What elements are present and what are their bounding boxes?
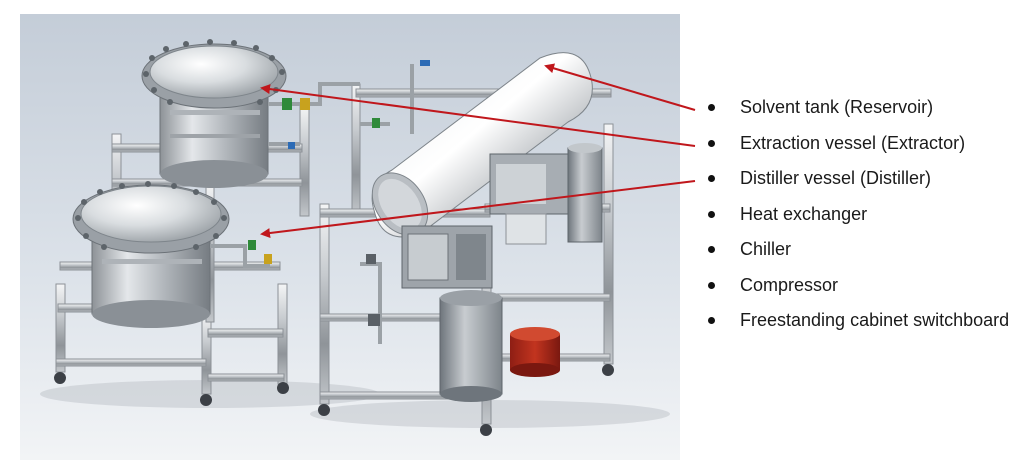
legend-item: Heat exchanger [706,203,1016,225]
legend-item-label: Solvent tank (Reservoir) [740,97,934,117]
legend-item: Compressor [706,274,1016,296]
legend-item-label: Compressor [740,274,839,295]
bullet-icon [708,281,715,289]
legend-item-label: Freestanding cabinet switchboard [740,310,1010,330]
legend-item-label: Heat exchanger [740,203,868,224]
equipment-render [20,14,680,460]
legend-item-label: Distiller vessel (Distiller) [740,168,932,188]
bullet-icon [708,104,715,111]
bullet-icon [708,246,715,253]
bullet-icon [708,175,715,182]
legend-item: Freestanding cabinet switchboard [706,309,1016,331]
legend-item-label: Chiller [740,239,792,259]
bullet-icon [708,317,715,324]
component-legend: Solvent tank (Reservoir) Extraction vess… [706,96,1016,345]
legend-item: Distiller vessel (Distiller) [706,167,1016,189]
legend-item: Extraction vessel (Extractor) [706,132,1016,154]
legend-item-label: Extraction vessel (Extractor) [740,132,966,153]
legend-item: Chiller [706,238,1016,260]
bullet-icon [708,210,715,218]
legend-item: Solvent tank (Reservoir) [706,96,1016,118]
bullet-icon [708,139,715,147]
